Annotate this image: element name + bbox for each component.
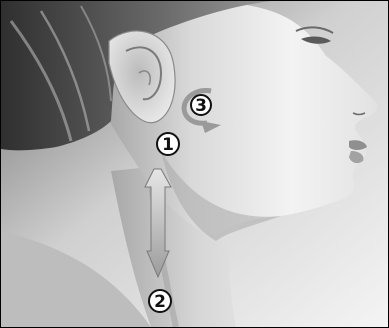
marker-3-label: 3 — [195, 96, 207, 116]
marker-1: 1 — [157, 133, 179, 155]
marker-1-label: 1 — [162, 135, 174, 155]
marker-3: 3 — [191, 95, 211, 116]
marker-2-label: 2 — [154, 292, 166, 312]
marker-2: 2 — [149, 290, 171, 312]
